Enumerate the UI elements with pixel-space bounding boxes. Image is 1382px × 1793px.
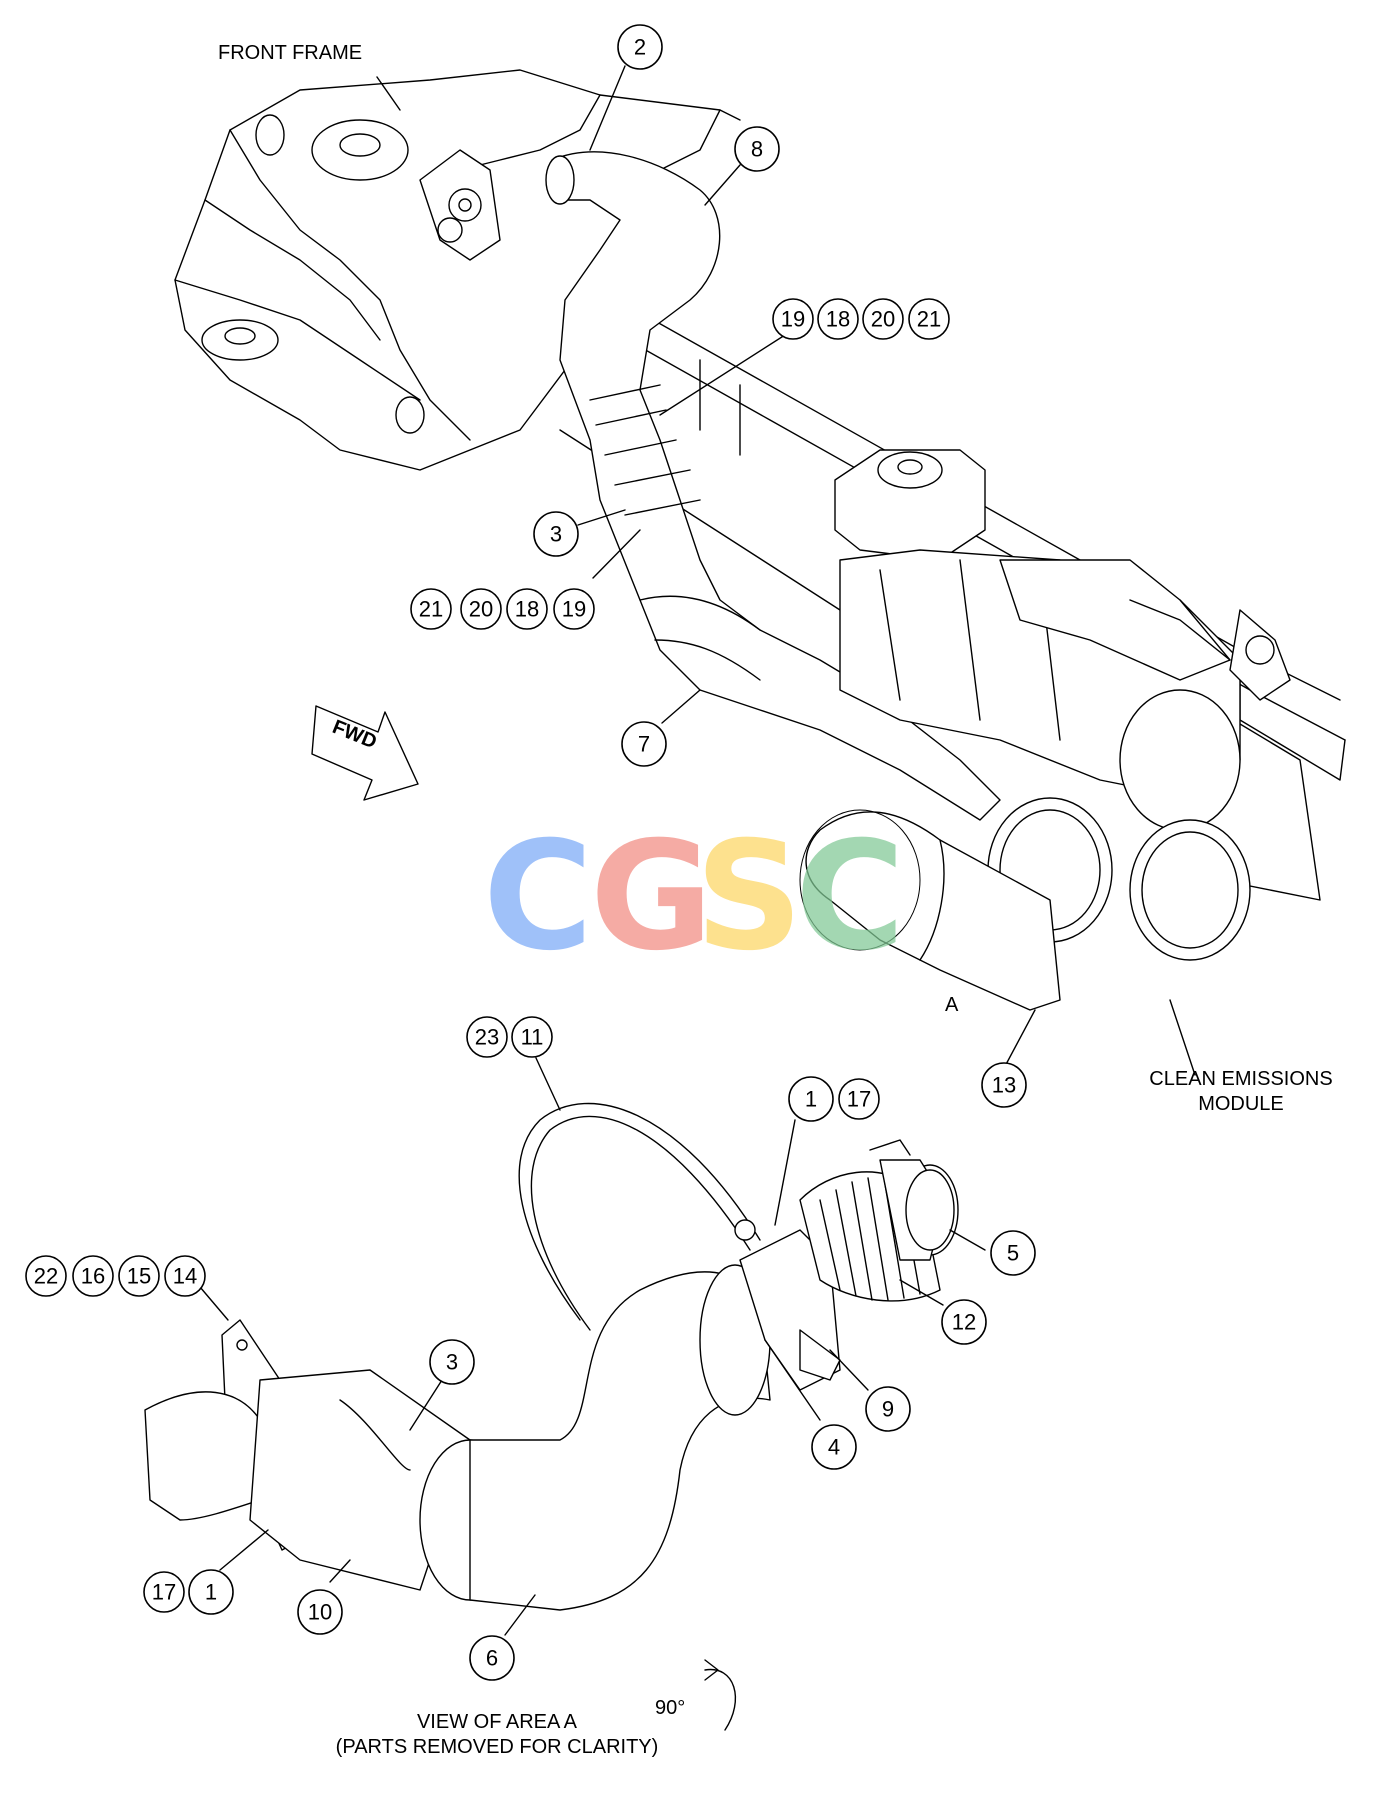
svg-text:4: 4 (828, 1435, 840, 1460)
fwd-arrow-icon: FWD (311, 705, 419, 801)
callout-8: 8 (734, 126, 780, 172)
text-labels: FRONT FRAME A CLEAN EMISSIONS MODULE VIE… (218, 42, 1333, 1758)
callout-18: 18 (817, 298, 859, 340)
callout-20: 20 (862, 298, 904, 340)
callout-22: 22 (25, 1255, 67, 1297)
view-area-a (144, 1102, 959, 1611)
callout-11: 11 (511, 1016, 553, 1058)
watermark-letter-2: G (590, 810, 713, 984)
callout-15: 15 (118, 1255, 160, 1297)
intake-tube-top (545, 151, 1001, 821)
svg-text:18: 18 (515, 597, 539, 622)
svg-text:1: 1 (805, 1087, 817, 1112)
watermark-letter-4: C (795, 810, 905, 984)
svg-text:7: 7 (638, 732, 650, 757)
leader-lines (199, 65, 1196, 1636)
svg-text:9: 9 (882, 1397, 894, 1422)
svg-text:21: 21 (917, 307, 941, 332)
callout-3: 3 (533, 511, 579, 557)
watermark: C G S C (483, 810, 905, 984)
callout-19: 19 (772, 298, 814, 340)
callout-3: 3 (429, 1339, 475, 1385)
svg-text:17: 17 (152, 1580, 176, 1605)
callout-21: 21 (410, 588, 452, 630)
callout-17: 17 (143, 1571, 185, 1613)
clean-emissions-label-line2: MODULE (1198, 1093, 1284, 1115)
view-title-line1: VIEW OF AREA A (417, 1711, 578, 1733)
watermark-letter-3: S (695, 810, 803, 984)
callout-20: 20 (460, 588, 502, 630)
svg-text:8: 8 (751, 137, 763, 162)
clean-emissions-label-line1: CLEAN EMISSIONS (1149, 1068, 1332, 1090)
svg-text:18: 18 (826, 307, 850, 332)
svg-text:3: 3 (446, 1350, 458, 1375)
callout-1: 1 (788, 1076, 834, 1122)
svg-text:21: 21 (419, 597, 443, 622)
callout-4: 4 (811, 1424, 857, 1470)
svg-text:15: 15 (127, 1264, 151, 1289)
callout-14: 14 (164, 1255, 206, 1297)
callout-2: 2 (617, 24, 663, 70)
callout-7: 7 (621, 721, 667, 767)
callout-23: 23 (466, 1016, 508, 1058)
callout-10: 10 (297, 1589, 343, 1635)
callouts: 2 8 19 18 20 21 3 21 20 18 19 7 13 23 11… (25, 24, 1036, 1681)
svg-text:3: 3 (550, 522, 562, 547)
svg-text:5: 5 (1007, 1241, 1019, 1266)
svg-text:22: 22 (34, 1264, 58, 1289)
svg-text:14: 14 (173, 1264, 197, 1289)
svg-text:12: 12 (952, 1310, 976, 1335)
svg-text:20: 20 (469, 597, 493, 622)
svg-text:23: 23 (475, 1025, 499, 1050)
svg-text:16: 16 (81, 1264, 105, 1289)
svg-text:19: 19 (562, 597, 586, 622)
callout-5: 5 (990, 1230, 1036, 1276)
callout-19: 19 (553, 588, 595, 630)
svg-text:6: 6 (486, 1646, 498, 1671)
area-marker-label: A (945, 994, 959, 1016)
rotation-arrow-icon: 90° (655, 1659, 737, 1731)
view-title-line2: (PARTS REMOVED FOR CLARITY) (336, 1736, 659, 1758)
watermark-letter-1: C (483, 810, 593, 984)
svg-text:2: 2 (634, 35, 646, 60)
svg-text:20: 20 (871, 307, 895, 332)
rotation-label: 90° (655, 1697, 685, 1719)
callout-21: 21 (908, 298, 950, 340)
callout-13: 13 (981, 1062, 1027, 1108)
callout-6: 6 (469, 1635, 515, 1681)
front-frame-label: FRONT FRAME (218, 42, 362, 64)
callout-17: 17 (838, 1078, 880, 1120)
clean-emissions-module (839, 549, 1291, 961)
svg-text:10: 10 (308, 1600, 332, 1625)
callout-18: 18 (506, 588, 548, 630)
svg-text:1: 1 (205, 1580, 217, 1605)
area-a-detail (799, 809, 1061, 1011)
callout-9: 9 (865, 1386, 911, 1432)
svg-text:19: 19 (781, 307, 805, 332)
callout-16: 16 (72, 1255, 114, 1297)
callout-12: 12 (941, 1299, 987, 1345)
svg-text:13: 13 (992, 1073, 1016, 1098)
svg-text:17: 17 (847, 1087, 871, 1112)
svg-text:11: 11 (521, 1025, 544, 1050)
callout-1: 1 (188, 1569, 234, 1615)
